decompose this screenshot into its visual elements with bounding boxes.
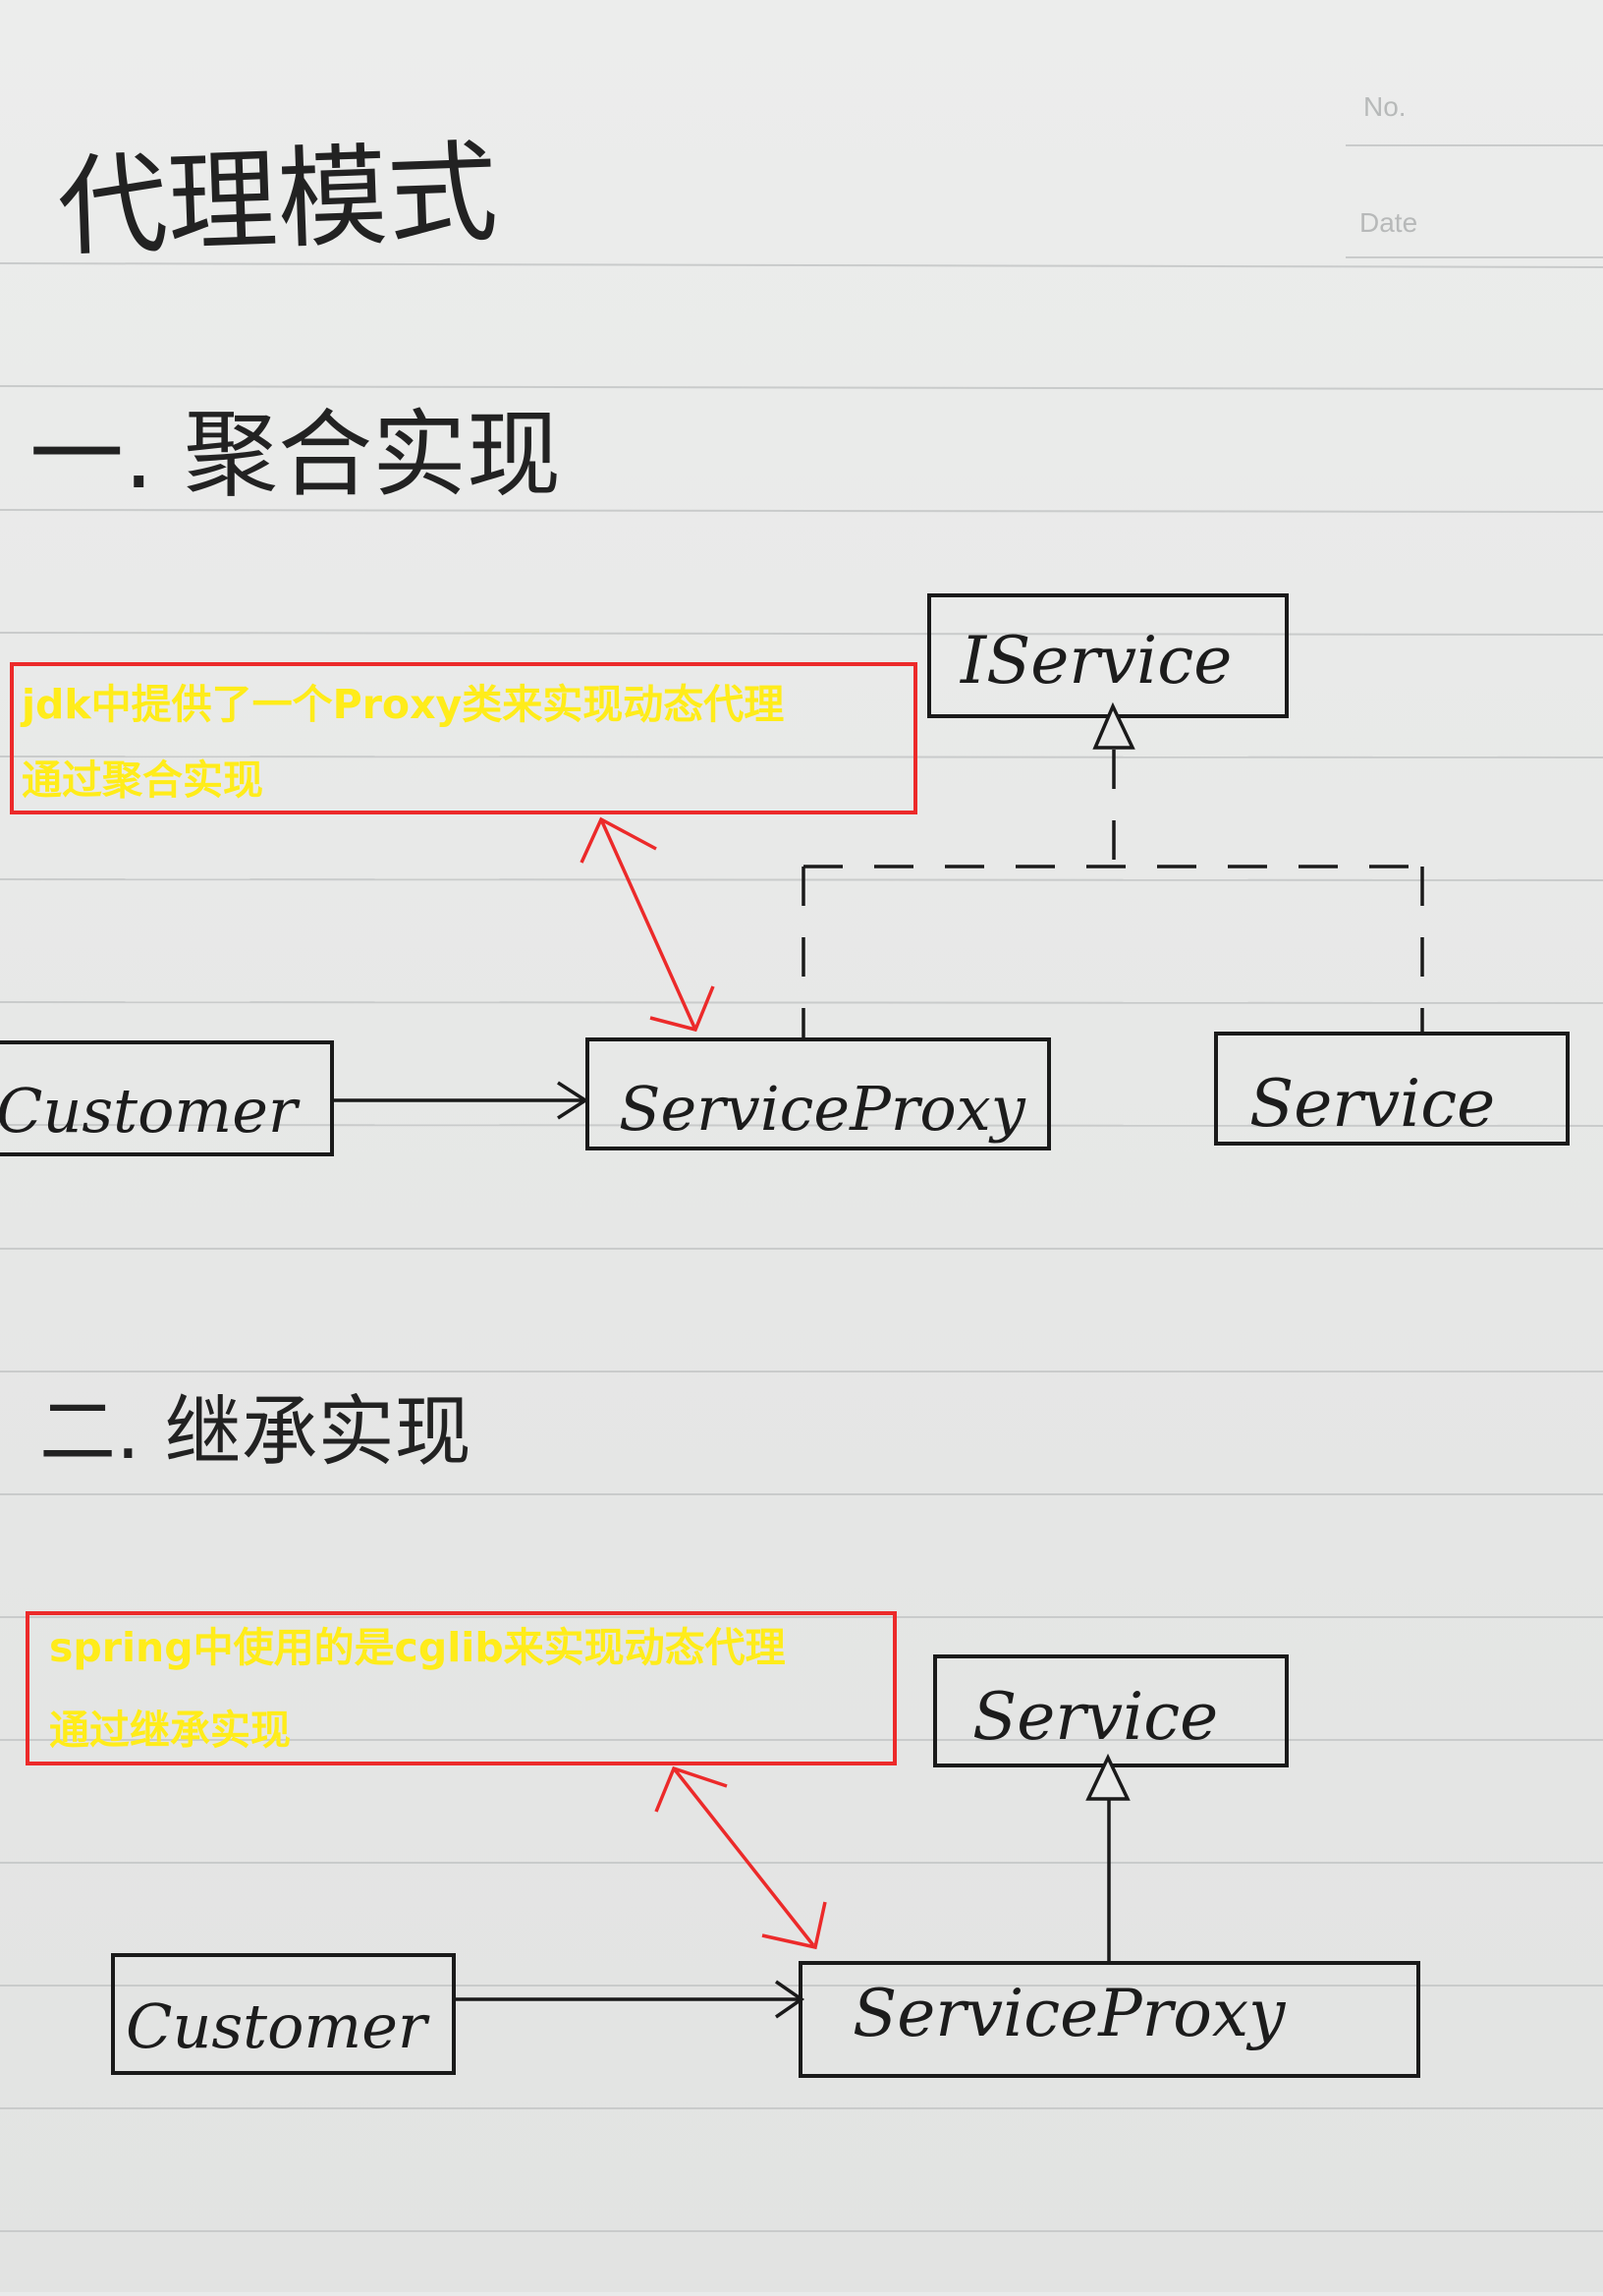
customer-label-1: Customer (0, 1075, 301, 1147)
annotation-note-2-line1: spring中使用的是cglib来实现动态代理 (49, 1624, 786, 1671)
realization-dashed-lines (802, 750, 1424, 1039)
section2-heading: 二. 继承实现 (39, 1388, 471, 1477)
iservice-node: IService (927, 593, 1289, 718)
no-label: No. (1363, 91, 1407, 122)
service-label-1: Service (1249, 1066, 1495, 1142)
page-title: 代理模式 (55, 129, 499, 272)
serviceproxy-label-1: ServiceProxy (619, 1073, 1026, 1145)
annotation-arrow-1 (580, 816, 715, 1033)
customer-to-proxy-arrow-2 (454, 1980, 805, 2019)
annotation-note-1: jdk中提供了一个Proxy类来实现动态代理 通过聚合实现 (10, 662, 917, 814)
section1-heading: 一. 聚合实现 (29, 400, 561, 510)
customer-node-1: Customer (0, 1040, 334, 1156)
annotation-note-1-line1: jdk中提供了一个Proxy类来实现动态代理 (20, 681, 784, 728)
date-label: Date (1359, 207, 1417, 238)
customer-to-proxy-arrow-1 (332, 1081, 589, 1120)
serviceproxy-node-1: ServiceProxy (585, 1037, 1051, 1150)
serviceproxy-node-2: ServiceProxy (799, 1961, 1420, 2078)
annotation-note-2: spring中使用的是cglib来实现动态代理 通过继承实现 (26, 1611, 897, 1765)
annotation-note-1-line2: 通过聚合实现 (22, 756, 263, 804)
serviceproxy-label-2: ServiceProxy (853, 1976, 1286, 2051)
realization-arrowhead-1 (1092, 701, 1135, 750)
service-label-2: Service (972, 1679, 1218, 1755)
iservice-label: IService (960, 623, 1232, 699)
customer-node-2: Customer (111, 1953, 456, 2075)
service-node-2: Service (933, 1654, 1289, 1767)
annotation-note-2-line2: 通过继承实现 (49, 1707, 291, 1754)
customer-label-2: Customer (126, 1990, 430, 2062)
annotation-arrow-2 (654, 1765, 827, 1950)
service-node-1: Service (1214, 1032, 1570, 1146)
